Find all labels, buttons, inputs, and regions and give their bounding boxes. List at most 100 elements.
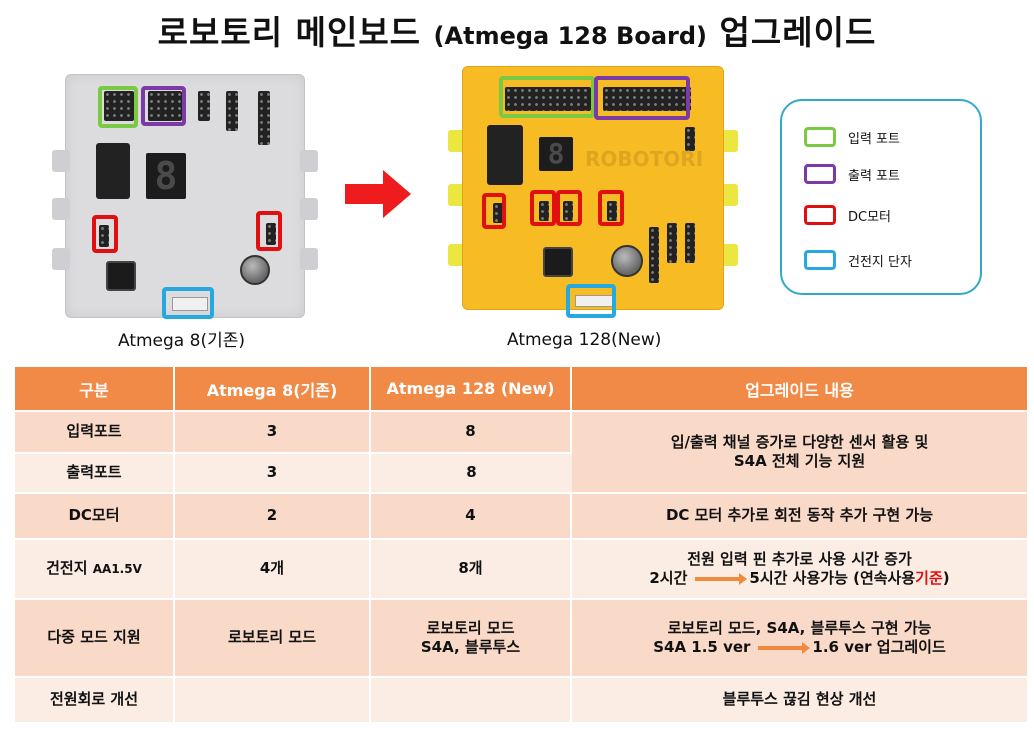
pin-header	[148, 91, 182, 121]
dc-motor-port	[563, 201, 573, 221]
cell-new	[371, 676, 572, 722]
legend-item-output-port: 출력 포트	[804, 163, 900, 185]
row-label: 전원회로 개선	[15, 676, 175, 722]
row-label: 출력포트	[15, 452, 175, 492]
seven-segment-display: 8	[539, 137, 573, 171]
cell-new: 8	[371, 452, 572, 492]
highlight-dc-motor	[92, 215, 118, 253]
table-row-power-circuit: 전원회로 개선 블루투스 끊김 현상 개선	[15, 676, 1027, 722]
caption-atmega8: Atmega 8(기존)	[118, 331, 245, 351]
pin-header	[226, 91, 238, 131]
cell-old: 3	[175, 410, 371, 452]
pin-header	[104, 91, 134, 121]
board-side-tab	[300, 150, 318, 172]
legend-label: DC모터	[848, 209, 892, 225]
mode-new-line1: 로보토리 모드	[426, 618, 515, 637]
legend-swatch-blue	[804, 250, 836, 270]
table-header-row: 구분 Atmega 8(기존) Atmega 128 (New) 업그레이드 내…	[15, 367, 1027, 410]
board-side-tab	[720, 130, 738, 152]
cell-old: 2	[175, 492, 371, 538]
page-title: 로보토리 메인보드 (Atmega 128 Board) 업그레이드	[0, 6, 1034, 54]
pin-header	[603, 87, 691, 111]
pin-header	[258, 91, 270, 145]
board-side-tab	[52, 198, 70, 220]
legend-label: 출력 포트	[848, 168, 900, 184]
highlight-dc-motor	[482, 193, 506, 229]
cell-upgrade: 로보토리 모드, S4A, 블루투스 구현 가능 S4A 1.5 ver 1.6 …	[572, 598, 1027, 676]
highlight-output-port	[141, 86, 186, 126]
cell-io-upgrade: 입/출력 채널 증가로 다양한 센서 활용 및 S4A 전체 기능 지원	[572, 410, 1027, 492]
board-side-tab	[52, 150, 70, 172]
row-label: 다중 모드 지원	[15, 598, 175, 676]
highlight-dc-motor	[530, 190, 556, 226]
row-label: DC모터	[15, 492, 175, 538]
cell-new: 8개	[371, 538, 572, 598]
battery-label: 건전지	[46, 559, 88, 578]
s4a-version-old: S4A 1.5 ver	[653, 638, 751, 656]
battery-label-note: AA1.5V	[92, 562, 142, 577]
cell-upgrade: 블루투스 끊김 현상 개선	[572, 676, 1027, 722]
dc-motor-port	[607, 201, 617, 221]
mode-desc-line2: S4A 1.5 ver 1.6 ver 업그레이드	[572, 638, 1027, 658]
pin-header	[685, 223, 695, 263]
arrow-right-icon	[345, 170, 411, 218]
board-brand-label: ROBOTORI	[585, 147, 704, 171]
board-side-tab	[300, 248, 318, 270]
io-desc-line2: S4A 전체 기능 지원	[733, 452, 866, 470]
dc-motor-port	[493, 203, 503, 223]
pin-header	[649, 227, 659, 283]
battery-terminal	[172, 297, 208, 311]
comparison-table: 구분 Atmega 8(기존) Atmega 128 (New) 업그레이드 내…	[15, 367, 1027, 722]
legend-swatch-purple	[804, 164, 836, 184]
row-label: 건전지 AA1.5V	[15, 538, 175, 598]
table-row-battery: 건전지 AA1.5V 4개 8개 전원 입력 핀 추가로 사용 시간 증가 2시…	[15, 538, 1027, 598]
highlight-dc-motor	[598, 190, 624, 226]
battery-desc-line1: 전원 입력 핀 추가로 사용 시간 증가	[687, 549, 912, 568]
table-row-output: 출력포트 3 8	[15, 452, 1027, 492]
legend-box: 입력 포트 출력 포트 DC모터 건전지 단자	[780, 99, 982, 295]
board-side-tab	[720, 184, 738, 206]
s4a-version-new: 1.6 ver 업그레이드	[812, 638, 946, 656]
title-board-name: (Atmega 128 Board)	[433, 22, 707, 50]
io-desc-line1: 입/출력 채널 증가로 다양한 센서 활용 및	[670, 432, 929, 451]
arrow-right-icon	[758, 641, 811, 654]
cell-old: 3	[175, 452, 371, 492]
board-side-tab	[52, 248, 70, 270]
connector-socket	[487, 125, 523, 185]
table-row-dc-motor: DC모터 2 4 DC 모터 추가로 회전 동작 추가 구현 가능	[15, 492, 1027, 538]
battery-paren-close: )	[942, 569, 950, 587]
highlight-battery-terminal	[162, 287, 214, 319]
col-header-category: 구분	[15, 367, 175, 410]
pin-header	[505, 87, 591, 111]
legend-item-dc-motor: DC모터	[804, 204, 891, 226]
cell-upgrade: DC 모터 추가로 회전 동작 추가 구현 가능	[572, 492, 1027, 538]
pin-header	[198, 91, 210, 121]
buzzer	[611, 245, 643, 277]
cell-new: 4	[371, 492, 572, 538]
highlight-input-port	[98, 86, 138, 128]
col-header-old: Atmega 8(기존)	[175, 367, 371, 410]
title-tail: 업그레이드	[719, 13, 877, 52]
highlight-battery-terminal	[566, 284, 616, 318]
board-side-tab	[448, 244, 466, 266]
legend-item-input-port: 입력 포트	[804, 126, 900, 148]
table-row-multi-mode: 다중 모드 지원 로보토리 모드 로보토리 모드 S4A, 블루투스 로보토리 …	[15, 598, 1027, 676]
highlight-dc-motor	[556, 190, 582, 226]
battery-hours-new: 5시간 사용가능 (연속사용	[749, 569, 916, 587]
dc-motor-port	[99, 225, 109, 247]
cell-new: 8	[371, 410, 572, 452]
mode-new-line2: S4A, 블루투스	[420, 638, 521, 656]
legend-label: 건전지 단자	[848, 254, 912, 270]
cell-new: 로보토리 모드 S4A, 블루투스	[371, 598, 572, 676]
cell-old: 4개	[175, 538, 371, 598]
legend-item-battery-terminal: 건전지 단자	[804, 249, 912, 271]
col-header-new: Atmega 128 (New)	[371, 367, 572, 410]
cell-old	[175, 676, 371, 722]
mode-desc-line1: 로보토리 모드, S4A, 블루투스 구현 가능	[667, 618, 932, 637]
reset-button	[543, 247, 573, 277]
arrow-right-icon	[695, 572, 748, 585]
dc-motor-port	[266, 223, 276, 245]
legend-swatch-red	[804, 205, 836, 225]
